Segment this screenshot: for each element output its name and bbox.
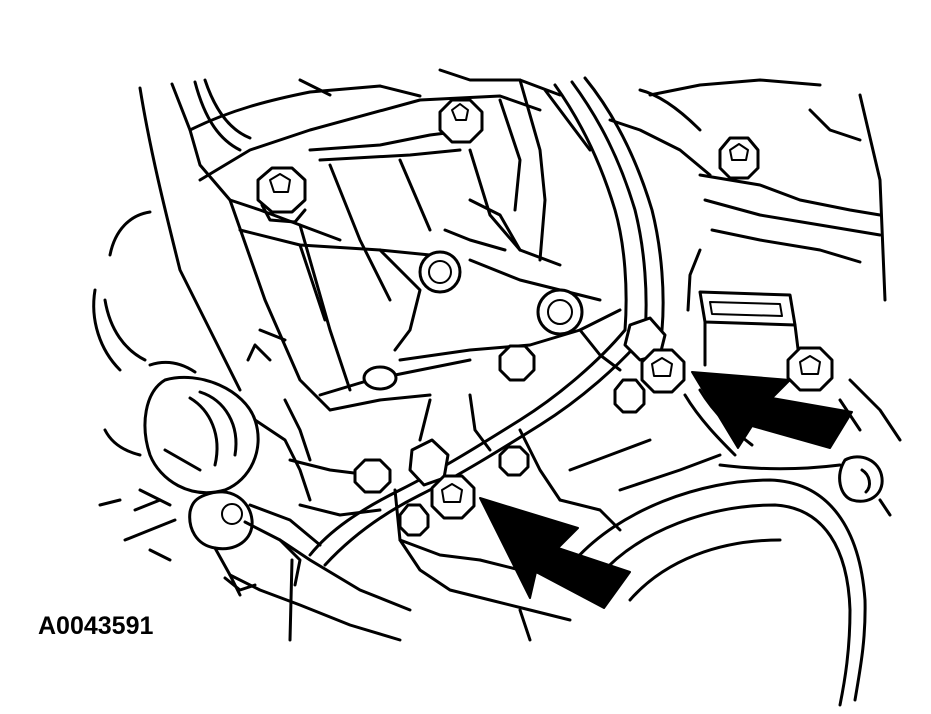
connector-bracket <box>698 290 802 367</box>
housing-boss-right <box>536 288 584 336</box>
clip-bolt-upper <box>640 348 686 394</box>
wiring-harness <box>308 76 667 567</box>
small-bolt-d <box>398 503 430 537</box>
converter-housing <box>558 438 867 707</box>
small-bolt-a <box>498 445 530 477</box>
right-housing <box>608 78 902 517</box>
figure-id-label: A0043591 <box>38 612 154 640</box>
housing-bolt-mid <box>498 344 536 382</box>
housing-bolt-upper <box>438 98 484 144</box>
coolant-hose <box>92 210 412 642</box>
right-housing-bolt-lower <box>786 346 834 392</box>
transmission-housing <box>138 68 622 412</box>
lower-bracket <box>353 378 646 642</box>
housing-boss-center <box>418 250 462 294</box>
clip-bolt-lower <box>430 474 476 520</box>
arrow-lower-center <box>479 497 631 609</box>
right-housing-bolt-top <box>718 136 760 180</box>
small-bolt-b <box>613 378 646 414</box>
housing-bolt-left <box>256 166 307 224</box>
small-bolt-c <box>353 458 392 494</box>
arrow-upper-right <box>691 371 853 449</box>
housing-boss-lower <box>362 365 398 391</box>
